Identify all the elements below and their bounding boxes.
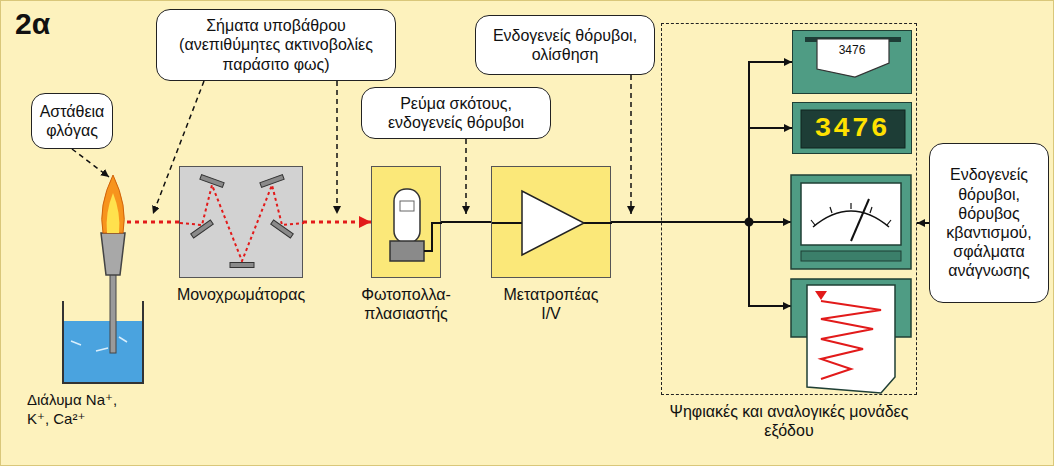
leader-line <box>465 139 467 214</box>
signal-wire <box>441 221 491 223</box>
digital-display: 3476 <box>792 102 912 154</box>
part-label: Φωτοπολλα- πλασιαστής <box>354 285 458 323</box>
printer-drawing <box>793 31 911 93</box>
readout-value: 3476 <box>793 113 911 144</box>
noise-callout: Σήματα υποβάθρου (ανεπιθύμητες ακτινοβολ… <box>156 9 396 81</box>
burner <box>101 233 125 353</box>
readout-value: 3476 <box>793 43 911 57</box>
photomultiplier-box: Φωτοπολλα- πλασιαστής <box>371 166 441 278</box>
callout-text: Ρεύμα σκότους, ενδογενείς θόρυβοι <box>369 94 543 132</box>
figure-title: 2α <box>15 7 50 41</box>
light-beam <box>127 221 179 224</box>
conv-drawing <box>492 167 610 277</box>
signal-wire <box>611 62 792 222</box>
leader-line <box>630 75 632 214</box>
chart-recorder <box>791 279 911 393</box>
callout-text: Ενδογενείς θόρυβοι, ολίσθηση <box>483 26 647 64</box>
flame <box>102 175 125 233</box>
monochromator-box: Μονοχρωμάτορας <box>179 166 303 278</box>
noise-callout: Αστάθεια φλόγας <box>31 93 113 149</box>
mono-drawing <box>180 167 302 277</box>
callout-text: Αστάθεια φλόγας <box>39 102 105 140</box>
leader-line <box>72 149 109 177</box>
pmt-drawing <box>372 167 440 277</box>
callout-text: Ενδογενείς θόρυβοι, θόρυβος κβαντισμού, … <box>937 165 1041 280</box>
signal-wire <box>917 222 929 224</box>
part-label: Μονοχρωμάτορας <box>156 285 326 304</box>
signal-wire <box>611 128 792 222</box>
printer-unit: 3476 <box>792 30 912 94</box>
noise-callout: Ενδογενείς θόρυβοι, θόρυβος κβαντισμού, … <box>929 143 1049 303</box>
solution-label: Διάλυμα Na⁺, K⁺, Ca²⁺ <box>27 391 135 429</box>
beaker <box>63 301 143 383</box>
output-group: Ψηφιακές και αναλογικές μονάδες εξόδου34… <box>661 23 917 395</box>
light-beam <box>303 221 371 224</box>
callout-text: Σήματα υποβάθρου (ανεπιθύμητες ακτινοβολ… <box>164 16 388 74</box>
noise-callout: Ρεύμα σκότους, ενδογενείς θόρυβοι <box>361 87 551 139</box>
part-label: Μετατροπέας I/V <box>495 285 607 323</box>
output-wires <box>746 219 792 307</box>
part-label: Ψηφιακές και αναλογικές μονάδες εξόδου <box>669 402 909 440</box>
leader-line <box>336 81 338 214</box>
noise-callout: Ενδογενείς θόρυβοι, ολίσθηση <box>475 15 655 75</box>
converter-box: Μετατροπέας I/V <box>491 166 611 278</box>
analog-meter <box>791 175 911 269</box>
